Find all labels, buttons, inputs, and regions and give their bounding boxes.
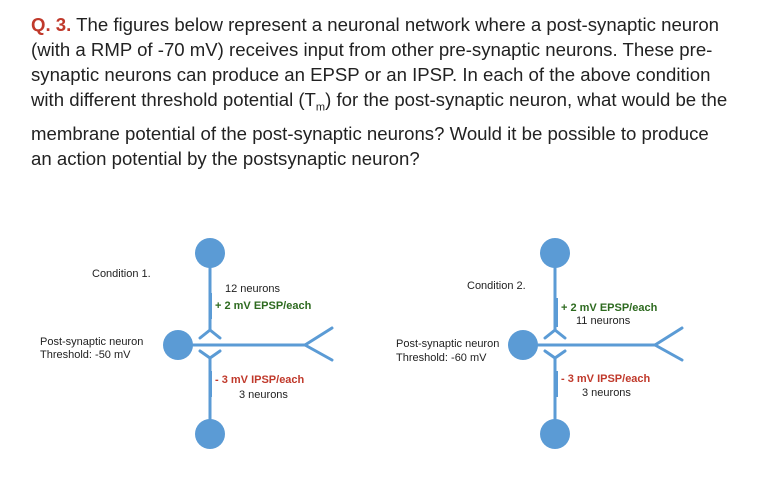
condition-2-epsp-count: 11 neurons: [576, 315, 631, 327]
condition-2-post-label: Post-synaptic neuron: [396, 338, 500, 350]
c2-post-neuron: [508, 330, 538, 360]
condition-2-network: [521, 251, 684, 436]
condition-1-threshold: Threshold: -50 mV: [40, 349, 131, 361]
c1-post-dendrite-up: [303, 326, 334, 347]
condition-2-epsp-value: + 2 mV EPSP/each: [561, 302, 658, 314]
condition-1-epsp-count: 12 neurons: [225, 283, 281, 295]
c2-post-dendrite-up: [653, 326, 684, 347]
condition-2-ipsp-value: - 3 mV IPSP/each: [561, 373, 651, 385]
condition-1-ipsp-value: - 3 mV IPSP/each: [215, 374, 305, 386]
question-number: Q. 3.: [31, 14, 72, 35]
condition-2-threshold: Threshold: -60 mV: [396, 352, 487, 364]
c1-ipsp-neuron: [195, 419, 225, 449]
c1-epsp-synapse: [198, 328, 222, 340]
condition-1-epsp-value: + 2 mV EPSP/each: [215, 300, 312, 312]
question-text: Q. 3. The figures below represent a neur…: [31, 12, 731, 171]
condition-1-ipsp-count: 3 neurons: [239, 389, 288, 401]
condition-1-post-label: Post-synaptic neuron: [40, 336, 144, 348]
c1-ipsp-synapse: [198, 349, 222, 360]
c2-epsp-synapse: [543, 328, 567, 340]
c1-epsp-neuron: [195, 238, 225, 268]
question-body-end: ) for the post-synaptic neuron, what wou…: [31, 89, 728, 169]
c2-ipsp-synapse: [543, 349, 567, 360]
c2-post-dendrite-down: [653, 343, 684, 362]
c2-epsp-neuron: [540, 238, 570, 268]
question-body: The figures below represent a neuronal n…: [31, 14, 720, 110]
condition-2-ipsp-count: 3 neurons: [582, 387, 631, 399]
condition-1-title: Condition 1.: [92, 268, 151, 280]
c1-post-neuron: [163, 330, 193, 360]
c1-post-dendrite-down: [303, 343, 334, 362]
c2-ipsp-neuron: [540, 419, 570, 449]
question-subscript: m: [315, 101, 326, 114]
condition-2-title: Condition 2.: [467, 280, 526, 292]
condition-1-network: [176, 251, 334, 436]
